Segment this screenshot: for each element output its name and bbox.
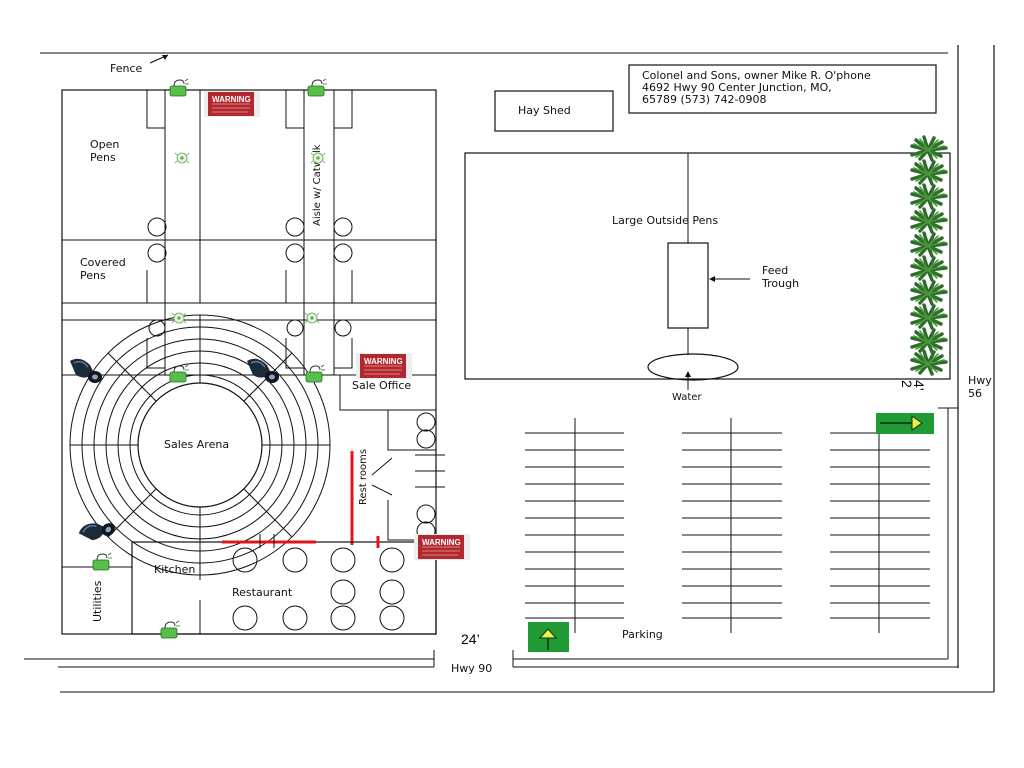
restaurant-label: Restaurant — [232, 586, 293, 599]
owner-info-box — [628, 64, 937, 114]
fence-label: Fence — [110, 62, 143, 75]
security-camera-icon — [76, 510, 119, 551]
feed-trough-label-2: Trough — [761, 277, 799, 290]
svg-text:WARNING: WARNING — [212, 95, 251, 104]
hwy-56-label-2: 56 — [968, 387, 982, 400]
entrance-arrow-icon — [876, 413, 934, 434]
owner-info-line-2: 4692 Hwy 90 Center Junction, MO, — [642, 81, 832, 94]
hay-shed-label: Hay Shed — [518, 104, 571, 117]
utilities-label: Utilities — [91, 580, 104, 622]
rest-rooms-label: Rest rooms — [358, 449, 369, 505]
open-pens-label-1: Open — [90, 138, 119, 151]
sprinkler-icon — [171, 312, 187, 324]
fire-extinguisher-icon — [169, 78, 190, 97]
tree-line — [910, 135, 948, 376]
barn-building — [61, 89, 437, 635]
svg-text:WARNING: WARNING — [422, 538, 461, 547]
hwy-90-label: Hwy 90 — [451, 662, 492, 675]
aisle-label: Aisle w/ Catwalk — [312, 144, 323, 226]
restaurant-block — [62, 534, 437, 635]
hay-shed — [494, 90, 614, 132]
parking-label: Parking — [622, 628, 663, 641]
warning-sign-icon: WARNING — [413, 533, 471, 561]
covered-pens-label-1: Covered — [80, 256, 126, 269]
svg-text:WARNING: WARNING — [364, 357, 403, 366]
hwy-56-label-1: Hwy — [968, 374, 992, 387]
covered-pens-label-2: Pens — [80, 269, 106, 282]
dimension-24-side-2: 4’ — [911, 380, 927, 391]
sprinkler-icon — [174, 152, 190, 164]
sale-office-label: Sale Office — [352, 379, 411, 392]
fence-pointer-head — [162, 55, 168, 60]
access-road — [24, 407, 958, 668]
fire-extinguisher-icon — [307, 78, 328, 97]
sales-arena-label: Sales Arena — [164, 438, 229, 451]
parking-lot — [525, 418, 930, 633]
sprinkler-icon — [304, 312, 320, 324]
dimension-24-bottom: 24’ — [461, 631, 480, 647]
warning-sign-icon: WARNING — [355, 352, 413, 380]
security-camera-icon — [69, 358, 103, 384]
large-outside-pens-label: Large Outside Pens — [612, 214, 718, 227]
feed-trough-label-1: Feed — [762, 264, 788, 277]
fence-lines — [40, 45, 995, 693]
owner-info-line-1: Colonel and Sons, owner Mike R. O'phone — [642, 69, 871, 82]
open-pens-label-2: Pens — [90, 151, 116, 164]
entrance-arrow-icon — [528, 622, 569, 652]
water-label: Water — [672, 392, 702, 403]
kitchen-label: Kitchen — [154, 563, 195, 576]
warning-sign-icon: WARNING — [203, 90, 261, 118]
fire-extinguisher-icon — [305, 364, 326, 383]
large-outside-pens — [464, 152, 951, 390]
owner-info-line-3: 65789 (573) 742-0908 — [642, 93, 767, 106]
dimension-24-side-1: 2 — [899, 380, 915, 388]
fire-extinguisher-icon — [160, 620, 181, 639]
fire-extinguisher-icon — [92, 552, 113, 571]
